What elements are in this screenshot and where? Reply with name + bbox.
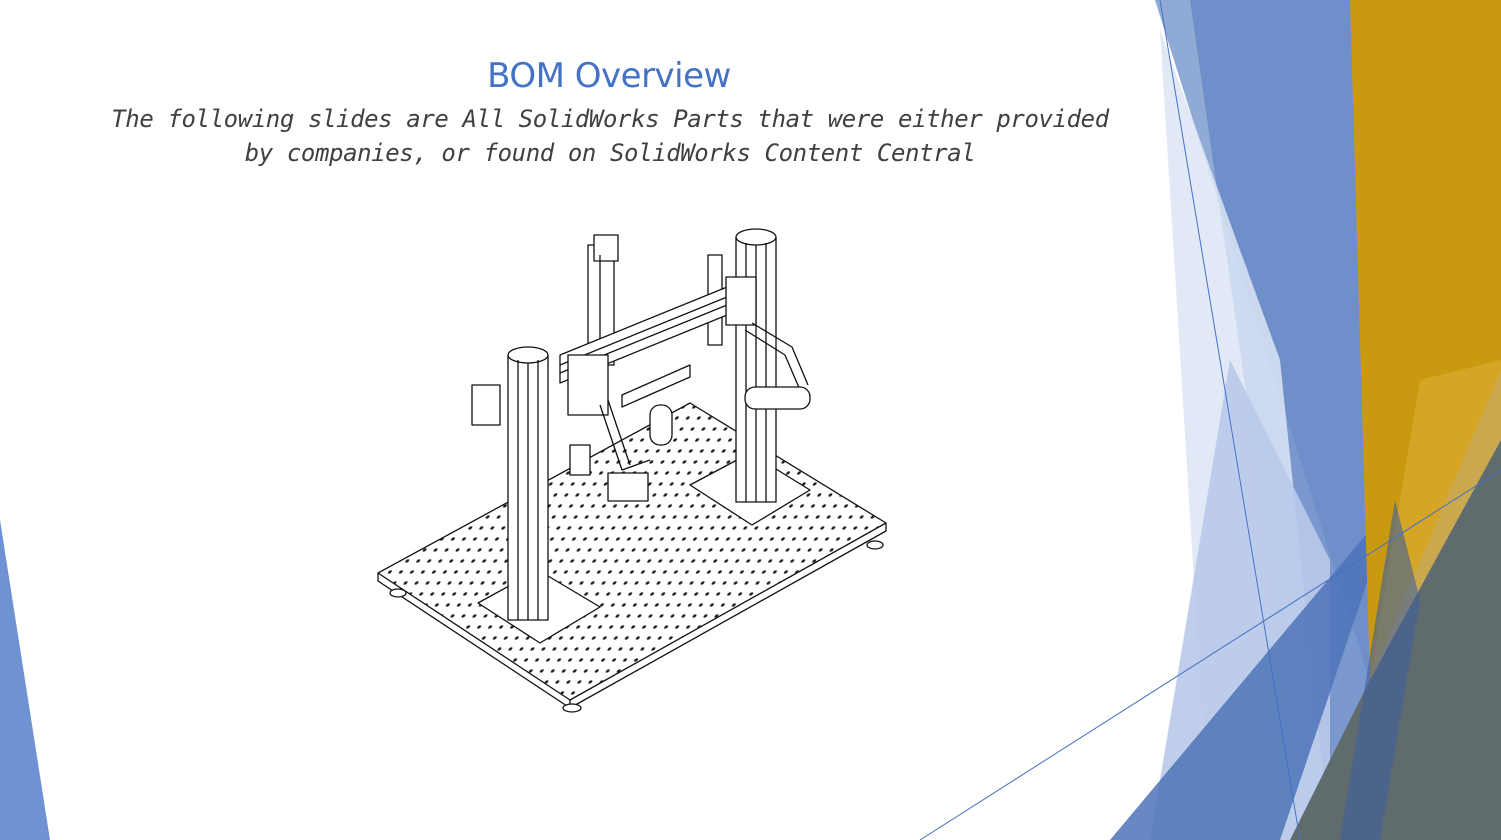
deco-line-2 bbox=[919, 469, 1501, 840]
right-deep-blue-shape bbox=[1110, 500, 1395, 840]
slide-subtitle: The following slides are All SolidWorks … bbox=[111, 105, 1109, 167]
deco-line-1 bbox=[1159, 0, 1301, 840]
right-gold-shape bbox=[1350, 0, 1501, 680]
cad-assembly-drawing-icon bbox=[377, 228, 887, 713]
slide-title: BOM Overview bbox=[487, 56, 731, 96]
right-dark-sliver bbox=[1340, 500, 1420, 840]
left-accent-shape bbox=[0, 520, 50, 840]
